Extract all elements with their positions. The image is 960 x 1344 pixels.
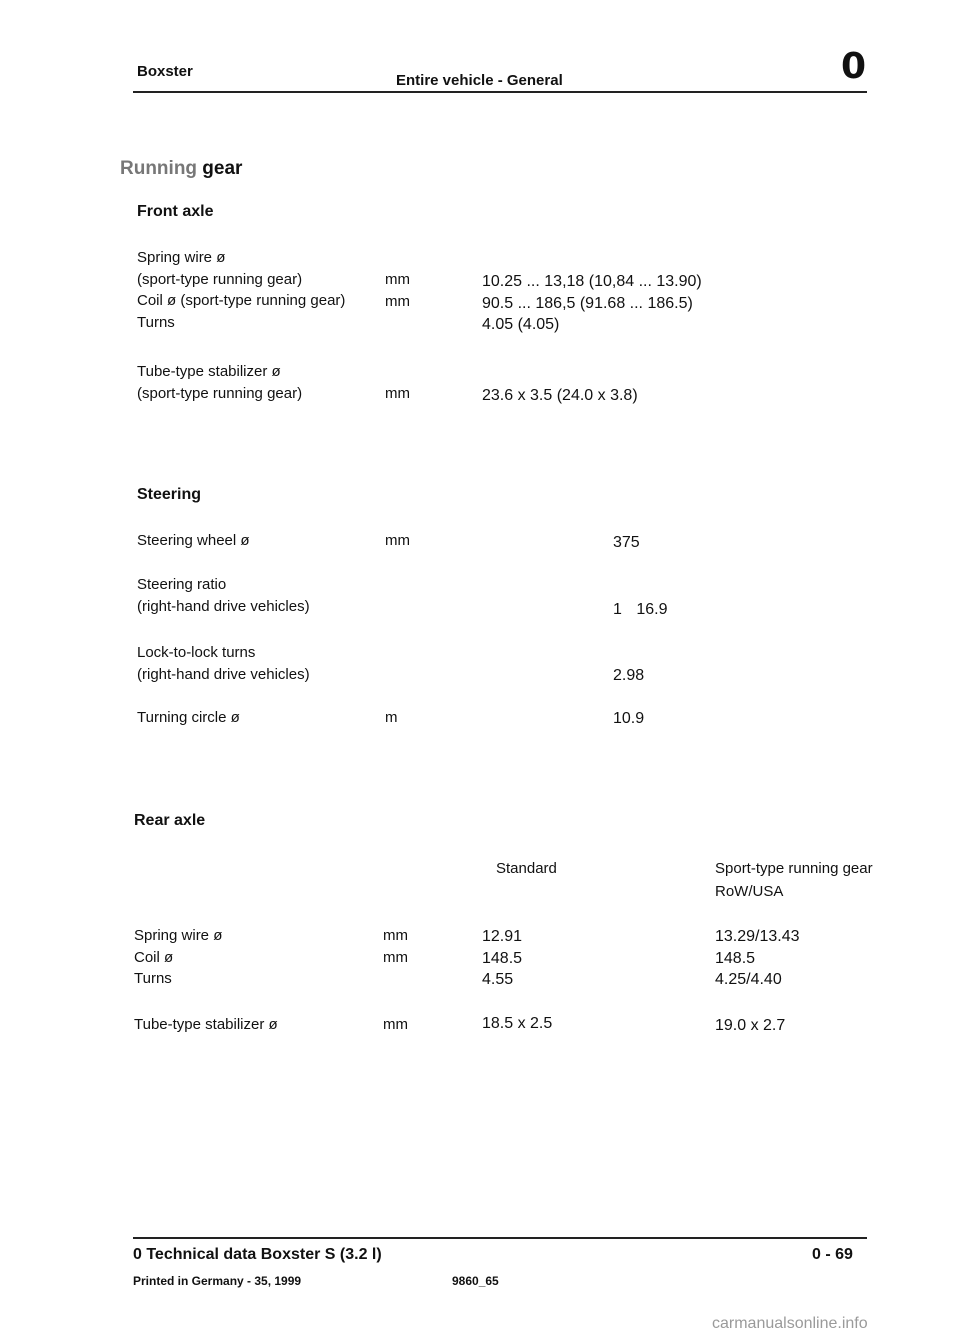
rear-turns-sport: 4.25/4.40 <box>715 971 782 988</box>
rear-col-sport: Sport-type running gear RoW/USA <box>715 858 873 902</box>
front-coil-label: Coil ø (sport-type running gear) <box>137 292 346 309</box>
footer-rule <box>133 1237 867 1239</box>
rear-spring-wire-standard: 12.91 <box>482 928 523 945</box>
section-title: Running gear <box>120 158 242 180</box>
lock-turns-value: 2.98 <box>613 667 645 684</box>
footer-code: 9860_65 <box>452 1274 499 1288</box>
rear-coil-sport: 148.5 <box>715 949 756 967</box>
lock-turns-label: Lock-to-lock turns (right-hand drive veh… <box>137 642 310 685</box>
front-stabilizer-value: 23.6 x 3.5 (24.0 x 3.8) <box>482 387 638 404</box>
front-stabilizer-label-line1: Tube-type stabilizer ø <box>137 363 281 380</box>
rear-units: mm mm <box>383 925 408 968</box>
steering-ratio-value: 1 16.9 <box>613 599 668 621</box>
rear-turns-standard: 4.55 <box>482 971 514 988</box>
rear-stabilizer-sport: 19.0 x 2.7 <box>715 1017 786 1034</box>
rear-stabilizer-unit: mm <box>383 1016 408 1033</box>
rear-sport-values: 13.29/13.43 148.5 4.25/4.40 <box>715 926 800 991</box>
front-values: 10.25 ... 13,18 (10,84 ... 13.90) 90.5 .… <box>482 271 702 336</box>
steering-wheel-value: 375 <box>613 534 640 551</box>
steering-heading: Steering <box>137 486 202 503</box>
turning-circle-unit: m <box>385 709 398 726</box>
rear-turns-label: Turns <box>134 970 172 987</box>
lock-turns-label-line1: Lock-to-lock turns <box>137 644 256 661</box>
steering-ratio-label: Steering ratio (right-hand drive vehicle… <box>137 574 310 617</box>
steering-ratio-label-line1: Steering ratio <box>137 576 227 593</box>
rear-coil-label: Coil ø <box>134 948 174 966</box>
front-coil-value: 90.5 ... 186,5 (91.68 ... 186.5) <box>482 294 693 312</box>
front-spring-wire-label-line1: Spring wire ø <box>137 249 226 266</box>
chapter-number: 0 <box>841 46 867 87</box>
rear-spring-wire-sport: 13.29/13.43 <box>715 928 800 945</box>
front-turns-value: 4.05 (4.05) <box>482 316 560 333</box>
footer-title: 0 Technical data Boxster S (3.2 l) <box>133 1246 382 1263</box>
front-coil-unit: mm <box>385 292 410 310</box>
front-turns-label: Turns <box>137 313 175 331</box>
header-rule <box>133 91 867 93</box>
header-left: Boxster <box>137 63 193 80</box>
steering-ratio-value-b: 16.9 <box>636 601 668 618</box>
rear-col-standard: Standard <box>496 860 557 877</box>
rear-spring-wire-label: Spring wire ø <box>134 927 223 944</box>
footer-printed: Printed in Germany - 35, 1999 <box>133 1274 302 1288</box>
rear-labels: Spring wire ø Coil ø Turns <box>134 925 222 990</box>
section-title-part1: Running <box>120 158 198 179</box>
rear-col-sport-line1: Sport-type running gear <box>715 860 873 877</box>
steering-ratio-value-a: 1 <box>613 601 622 618</box>
steering-ratio-label-line2: (right-hand drive vehicles) <box>137 597 310 615</box>
rear-stabilizer-label: Tube-type stabilizer ø <box>134 1016 278 1033</box>
steering-wheel-unit: mm <box>385 532 410 549</box>
turning-circle-value: 10.9 <box>613 710 645 727</box>
steering-wheel-label: Steering wheel ø <box>137 532 250 549</box>
footer-page-number: 0 - 69 <box>812 1246 853 1263</box>
lock-turns-label-line2: (right-hand drive vehicles) <box>137 665 310 683</box>
section-title-part2: gear <box>197 158 243 179</box>
watermark: carmanualsonline.info <box>712 1315 868 1332</box>
front-stabilizer-label: Tube-type stabilizer ø (sport-type runni… <box>137 361 302 404</box>
front-stabilizer-label-line2: (sport-type running gear) <box>137 384 303 402</box>
rear-standard-values: 12.91 148.5 4.55 <box>482 926 522 991</box>
front-axle-heading: Front axle <box>137 203 214 220</box>
front-spring-wire-unit: mm <box>385 271 410 288</box>
turning-circle-label: Turning circle ø <box>137 709 240 726</box>
rear-coil-standard: 148.5 <box>482 949 523 967</box>
rear-spring-wire-unit: mm <box>383 927 408 944</box>
header-center: Entire vehicle - General <box>396 72 563 89</box>
front-spring-wire-value: 10.25 ... 13,18 (10,84 ... 13.90) <box>482 273 702 290</box>
rear-stabilizer-standard: 18.5 x 2.5 <box>482 1015 553 1032</box>
rear-col-sport-line2: RoW/USA <box>715 882 784 900</box>
rear-coil-unit: mm <box>383 948 408 966</box>
front-spring-wire-label: Spring wire ø (sport-type running gear) … <box>137 247 345 333</box>
rear-axle-heading: Rear axle <box>134 812 206 829</box>
front-spring-wire-label-line2: (sport-type running gear) <box>137 270 303 288</box>
front-stabilizer-unit: mm <box>385 385 410 402</box>
front-units: mm mm <box>385 269 410 312</box>
